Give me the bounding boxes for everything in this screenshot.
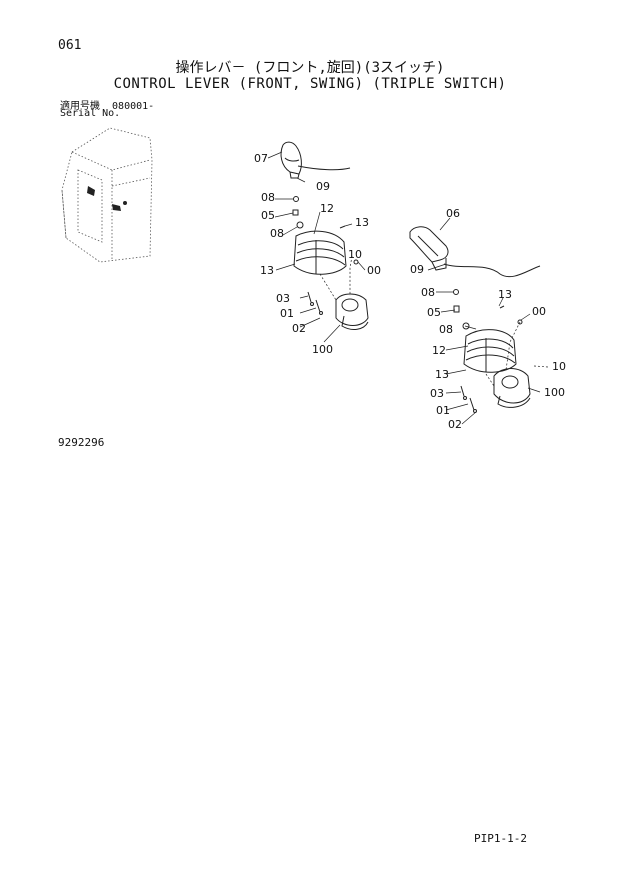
figure-number: 9292296 <box>58 436 105 449</box>
serial-label-en: Serial No. <box>60 108 121 119</box>
callout-left-01: 01 <box>280 307 294 320</box>
callout-right-09: 09 <box>410 263 424 276</box>
callout-right-13b: 13 <box>435 368 449 381</box>
cab-lever-markers <box>87 186 127 211</box>
serial-label-jp-text: 適用号機 <box>60 101 100 112</box>
callout-right-06: 06 <box>446 207 460 220</box>
callout-right-02: 02 <box>448 418 462 431</box>
cab-overview-illustration <box>61 127 153 263</box>
left-lever-assembly <box>280 141 369 330</box>
callout-right-05: 05 <box>427 306 441 319</box>
callout-left-13b: 13 <box>260 264 274 277</box>
callout-right-03: 03 <box>430 387 444 400</box>
callout-left-05: 05 <box>261 209 275 222</box>
serial-label-jp: 適用号機 080001- <box>60 97 154 112</box>
right-lever-assembly <box>409 226 541 413</box>
callout-right-08a: 08 <box>421 286 435 299</box>
callout-left-10: 10 <box>348 248 362 261</box>
callout-right-100: 100 <box>544 386 565 399</box>
callout-right-08b: 08 <box>439 323 453 336</box>
callout-left-08a: 08 <box>261 191 275 204</box>
right-leader-lines <box>427 217 549 425</box>
page-reference: PIP1-1-2 <box>474 832 527 845</box>
callout-left-13a: 13 <box>355 216 369 229</box>
callout-right-00: 00 <box>532 305 546 318</box>
callout-right-12: 12 <box>432 344 446 357</box>
callout-left-02: 02 <box>292 322 306 335</box>
callout-right-10: 10 <box>552 360 566 373</box>
left-leader-lines <box>267 151 366 343</box>
callout-left-07: 07 <box>254 152 268 165</box>
title-japanese: 操作レバ－ (フロント,旋回)(3スイッチ) <box>175 60 445 76</box>
page-id: 061 <box>58 38 82 53</box>
callout-left-03: 03 <box>276 292 290 305</box>
callout-left-100: 100 <box>312 343 333 356</box>
callout-left-00: 00 <box>367 264 381 277</box>
callout-left-09: 09 <box>316 180 330 193</box>
callout-right-13a: 13 <box>498 288 512 301</box>
callout-right-01: 01 <box>436 404 450 417</box>
callout-left-08b: 08 <box>270 227 284 240</box>
callout-left-12: 12 <box>320 202 334 215</box>
serial-range: 080001- <box>112 101 155 112</box>
title-english: CONTROL LEVER (FRONT, SWING) (TRIPLE SWI… <box>113 76 507 92</box>
